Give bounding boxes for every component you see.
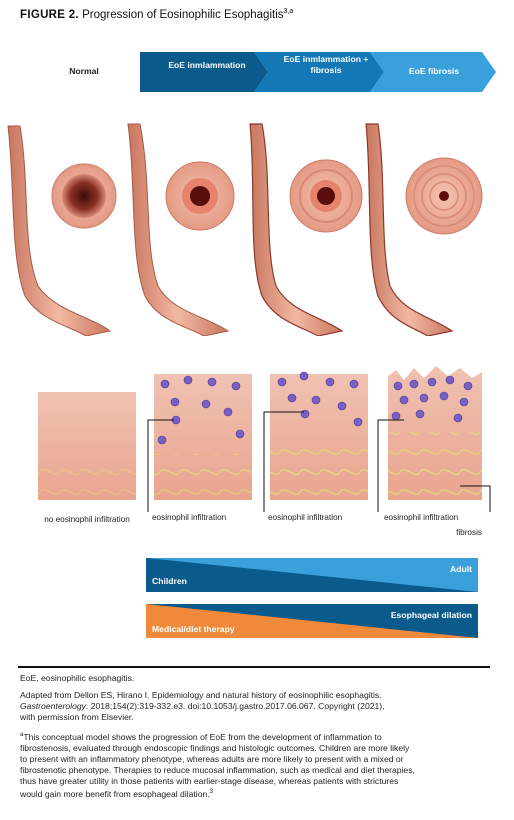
footnote-adapted: Adapted from Dellon ES, Hirano I. Epidem… bbox=[20, 690, 385, 722]
esophagus-inflammation-fibrosis bbox=[249, 123, 363, 336]
esophagus-illustrations bbox=[7, 123, 483, 336]
note-marker: a bbox=[20, 732, 24, 738]
stage-label-fibrosis: EoE fibrosis bbox=[408, 66, 460, 76]
treatment-gradient bbox=[146, 604, 478, 638]
esophagus-tube-normal bbox=[7, 125, 112, 336]
esophagus-tube-inflammation-fibrosis bbox=[249, 123, 344, 336]
stage-arrow-2 bbox=[254, 52, 384, 92]
histology-inflammation-fibrosis bbox=[270, 371, 368, 500]
footnote-divider bbox=[18, 666, 490, 668]
treatment-start-label: Medical/diet therapy bbox=[152, 624, 235, 634]
caption-eosinophil-2: eosinophil infiltration bbox=[268, 513, 343, 522]
age-start-label: Children bbox=[152, 576, 187, 586]
esophagus-tube-inflammation bbox=[127, 123, 230, 336]
figure-number: FIGURE 2. bbox=[20, 8, 79, 21]
figure-title-refs: 3,a bbox=[283, 8, 294, 15]
age-end-label: Adult bbox=[450, 564, 472, 574]
esophagus-inflammation bbox=[127, 123, 235, 336]
stage-label-inflammation-fibrosis: EoE inmlammation + fibrosis bbox=[283, 54, 369, 75]
histology-inflammation bbox=[154, 374, 252, 500]
stage-arrow-3 bbox=[370, 52, 496, 92]
age-gradient bbox=[146, 558, 478, 592]
stage-label-normal: Normal bbox=[69, 66, 99, 76]
footnote-abbrev: EoE, eosinophilic esophagitis. bbox=[20, 673, 135, 683]
figure-title-text: Progression of Eosinophilic Esophagitis bbox=[82, 8, 284, 21]
journal-name: Gastroenterology bbox=[20, 701, 86, 711]
footnote-note: aThis conceptual model shows the progres… bbox=[20, 731, 415, 799]
caption-eosinophil-3: eosinophil infiltration bbox=[384, 513, 459, 522]
caption-fibrosis: fibrosis bbox=[456, 528, 482, 537]
esophagus-normal bbox=[7, 125, 117, 336]
histology-normal bbox=[38, 392, 136, 500]
stage-arrows bbox=[140, 52, 496, 92]
stage-label-inflammation: EoE inmlammation bbox=[168, 60, 246, 70]
histology-panels bbox=[38, 366, 491, 512]
figure-title: FIGURE 2. Progression of Eosinophilic Es… bbox=[20, 8, 293, 21]
stage-labels: Normal EoE inmlammation EoE inmlammation… bbox=[0, 50, 514, 96]
caption-eosinophil-1: eosinophil infiltration bbox=[152, 513, 227, 522]
esophagus-fibrosis bbox=[365, 123, 483, 336]
caption-no-eosinophil: no eosinophil infiltration bbox=[44, 515, 130, 524]
treatment-end-label: Esophageal dilation bbox=[390, 610, 472, 620]
esophagus-tube-fibrosis bbox=[365, 123, 454, 336]
stage-arrow-1 bbox=[140, 52, 268, 92]
callout-lines bbox=[147, 411, 491, 512]
histology-fibrosis bbox=[388, 366, 482, 500]
